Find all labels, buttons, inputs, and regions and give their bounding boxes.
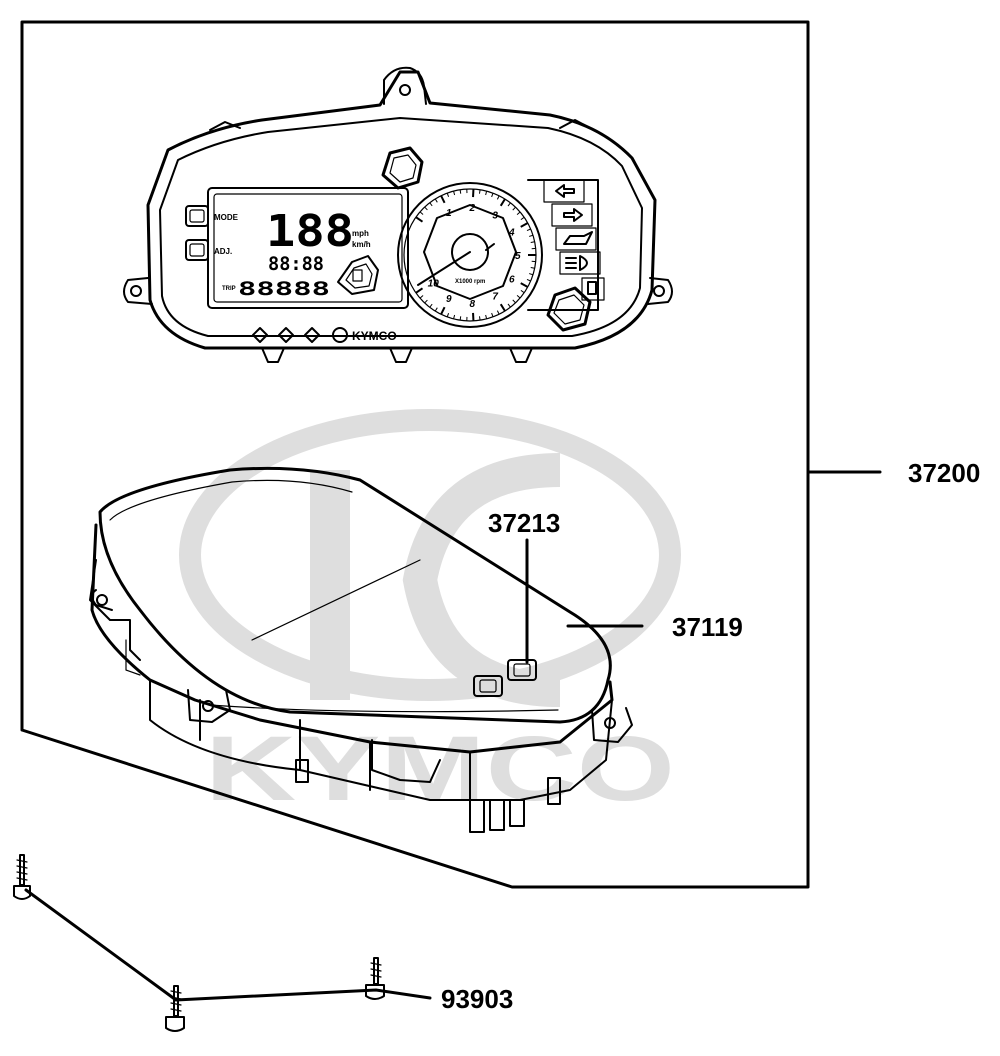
tacho-number: 4 <box>508 228 515 239</box>
dash-logo: KYMCO <box>332 327 397 343</box>
tacho-tick <box>453 190 456 196</box>
fuel-gauge-icon <box>337 255 379 295</box>
odometer-prefix: TRIP <box>222 286 236 292</box>
callout-37200: 37200 <box>908 458 980 488</box>
tacho-tick <box>499 198 506 207</box>
tacho-tick <box>446 192 450 197</box>
tacho-tick <box>440 195 446 204</box>
tacho-tick <box>419 295 424 299</box>
mode-label: MODE <box>214 213 239 222</box>
speed-unit-kmh: km/h <box>352 240 371 249</box>
tacho-tick <box>526 228 531 232</box>
meter-cover <box>89 466 633 833</box>
tacho-tick <box>520 289 525 294</box>
tacho-number: 7 <box>492 292 498 303</box>
kymco-watermark: KYMCO <box>179 409 681 820</box>
tacho-tick <box>453 314 456 320</box>
tacho-tick <box>516 294 521 299</box>
right-turn-arrow-icon <box>551 203 593 227</box>
tacho-tick <box>516 211 521 216</box>
tacho-tick <box>429 303 433 308</box>
tacho-tick <box>491 312 494 318</box>
tacho-tick <box>507 303 511 308</box>
tacho-tick <box>520 216 525 221</box>
tacho-tick <box>520 222 529 228</box>
tacho-number: 6 <box>509 274 515 285</box>
tacho-tick <box>415 216 424 223</box>
assembly-bracket <box>20 20 882 889</box>
callout-37119: 37119 <box>672 612 743 642</box>
clock-digits: 88:88 <box>268 253 324 275</box>
top-adjust-knob-icon <box>381 146 424 190</box>
dash-logo-text: KYMCO <box>352 329 397 343</box>
tacho-tick <box>478 189 481 194</box>
oil-can-icon <box>555 227 597 251</box>
screw-icon <box>165 985 185 1032</box>
screw-icon <box>365 957 385 1000</box>
tacho-number: 8 <box>470 299 476 310</box>
mode-button-on-cover <box>473 675 503 697</box>
odometer-digits: 88888 <box>238 278 330 300</box>
tacho-tick <box>530 266 535 269</box>
tacho-tick <box>478 316 481 321</box>
tacho-tick <box>512 206 516 211</box>
tacho-tick <box>415 287 424 294</box>
watermark-text: KYMCO <box>205 718 675 820</box>
callout-93903: 93903 <box>441 984 513 1014</box>
speed-digits: 188 <box>266 206 354 257</box>
tacho-tick <box>446 313 450 318</box>
tacho-number: 9 <box>446 294 452 305</box>
tacho-tick <box>512 299 516 304</box>
fuel-pump-icon <box>581 277 605 301</box>
tacho-tick <box>529 273 534 276</box>
tacho-tick <box>434 307 438 312</box>
tacho-tick <box>520 282 529 288</box>
dashboard-front-view: MODE ADJ. 188 mph km/h 88:88 TRIP 88888 … <box>123 66 673 363</box>
callout-37213: 37213 <box>488 508 560 538</box>
tacho-tick <box>526 278 531 282</box>
bottom-adjust-knob-icon <box>546 286 592 332</box>
tacho-tick <box>491 192 494 198</box>
adj-label: ADJ. <box>214 247 232 256</box>
leader-lines <box>24 538 644 1002</box>
high-beam-icon <box>559 251 601 275</box>
tacho-tick <box>434 198 438 203</box>
tacho-tick <box>507 202 511 207</box>
tacho-tick <box>459 316 462 321</box>
tacho-tick <box>459 189 462 194</box>
tacho-tick <box>424 206 428 211</box>
adj-button-icon <box>185 239 209 261</box>
tacho-tick <box>440 306 446 315</box>
tacho-tick <box>485 191 488 196</box>
tacho-tick <box>429 202 433 207</box>
tacho-tick <box>496 310 500 315</box>
tacho-tick <box>530 241 535 244</box>
adj-button-on-cover <box>507 659 537 681</box>
tacho-number: 2 <box>469 203 476 214</box>
tacho-tick <box>499 303 506 312</box>
mode-button-icon <box>185 205 209 227</box>
tacho-caption: X1000 rpm <box>455 279 485 285</box>
left-turn-arrow-icon <box>543 179 585 203</box>
status-diamonds <box>252 327 320 343</box>
tacho-tick <box>496 195 500 200</box>
tacho-number: 10 <box>428 279 440 290</box>
speed-unit-mph: mph <box>352 229 369 238</box>
tacho-tick <box>419 211 424 215</box>
indicator-column <box>527 179 605 311</box>
tacho-tick <box>529 234 534 237</box>
tacho-tick <box>485 314 488 319</box>
tacho-tick <box>424 299 428 304</box>
screw-icon <box>13 854 31 900</box>
tacho-number: 5 <box>515 251 521 262</box>
